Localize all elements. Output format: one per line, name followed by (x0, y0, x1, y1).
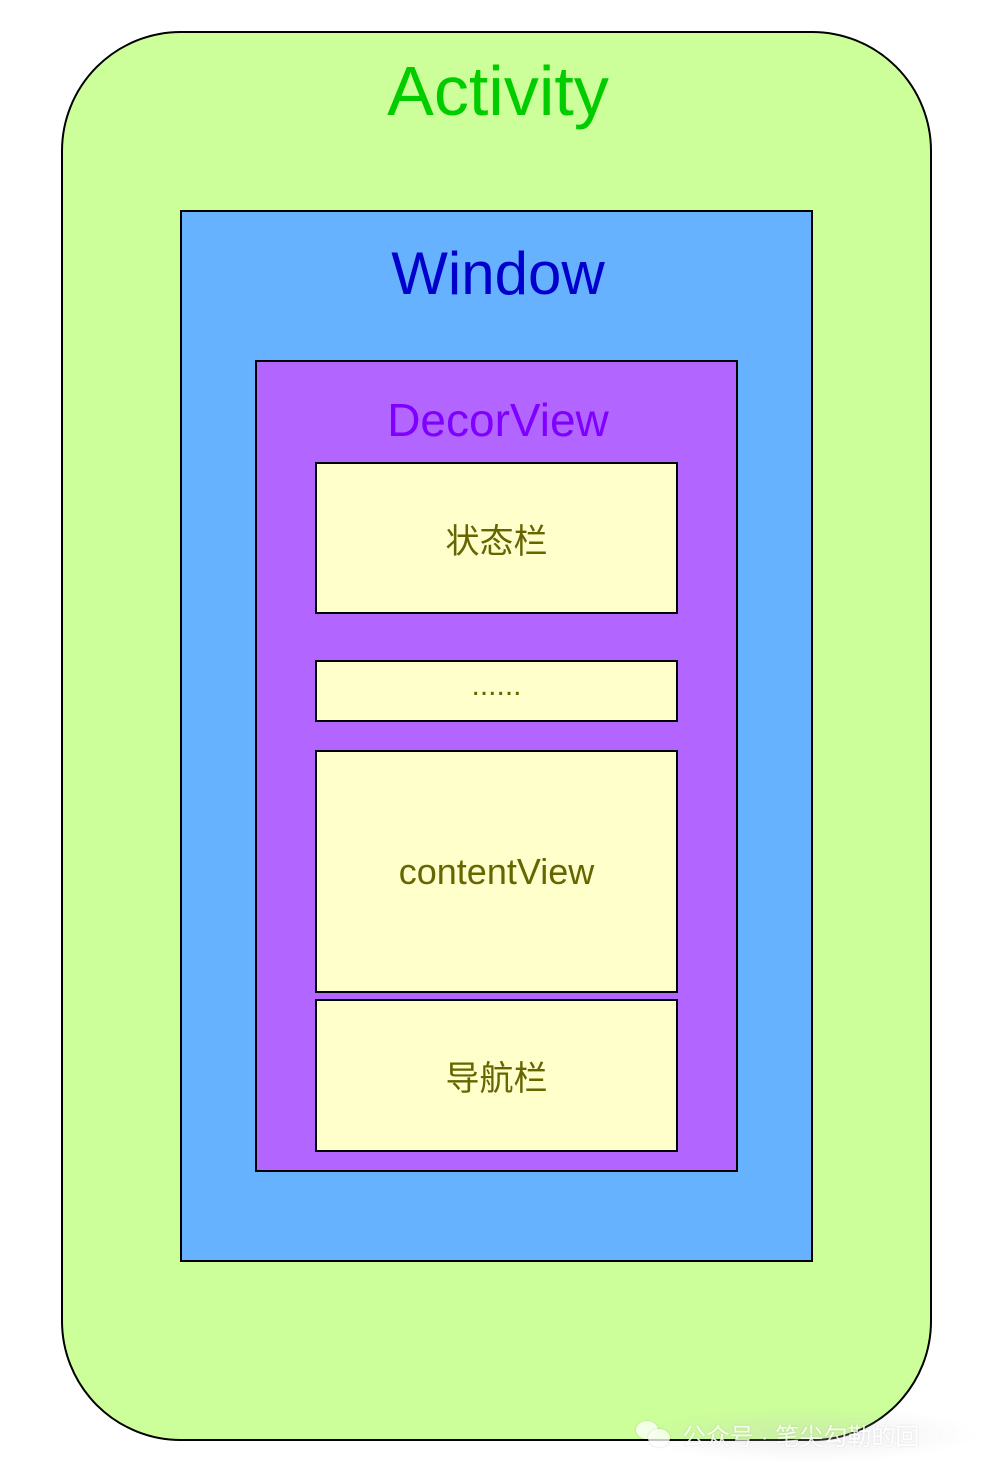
status-bar-box: 状态栏 (315, 462, 678, 614)
navigation-bar-box: 导航栏 (315, 999, 678, 1152)
watermark: 公众号 · 笔尖勾勒的回 (630, 1405, 980, 1463)
wechat-icon (636, 1419, 672, 1449)
content-view-box: contentView (315, 750, 678, 993)
window-label: Window (391, 240, 605, 307)
decor-view-label: DecorView (387, 394, 609, 446)
ellipsis-box: ...... (315, 660, 678, 722)
watermark-text: 公众号 · 笔尖勾勒的回 (682, 1423, 920, 1451)
navigation-bar-label: 导航栏 (445, 1060, 548, 1098)
content-view-label: contentView (398, 850, 595, 892)
ellipsis-label: ...... (471, 669, 522, 702)
activity-label: Activity (387, 52, 609, 130)
status-bar-label: 状态栏 (445, 522, 548, 561)
